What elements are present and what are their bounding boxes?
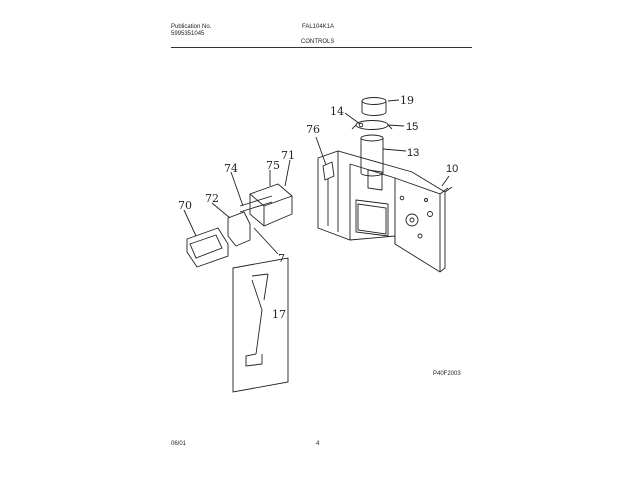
part-74-switch (211, 171, 251, 247)
part-19-cap (361, 97, 400, 116)
header-divider (171, 47, 472, 48)
label-10: 10 (446, 163, 458, 175)
part-71-control-box (239, 159, 293, 227)
label-75: 75 (266, 159, 280, 172)
part-7-leader (253, 227, 279, 255)
part-15-clamp (351, 120, 405, 130)
footer-page-number: 4 (316, 441, 320, 447)
label-19: 19 (400, 94, 414, 107)
label-14: 14 (330, 105, 344, 118)
label-72: 72 (205, 192, 219, 205)
label-17: 17 (272, 308, 286, 321)
label-15: 15 (406, 121, 418, 133)
part-13-capacitor (360, 134, 407, 177)
label-74: 74 (224, 162, 238, 175)
model-number: FAL104K1A (302, 24, 335, 30)
part-17-harness (232, 257, 289, 393)
publication-info: Publication No. 5995351045 (171, 24, 211, 38)
section-title: CONTROLS (301, 39, 335, 45)
label-7: 7 (278, 252, 285, 265)
label-71: 71 (281, 149, 295, 162)
publication-number: 5995351045 (171, 31, 205, 37)
part-14-screw (344, 112, 364, 128)
label-76: 76 (306, 123, 320, 136)
footer-date: 06/01 (171, 441, 187, 447)
label-70: 70 (178, 199, 192, 212)
publication-label: Publication No. (171, 24, 212, 30)
part-70-panel (183, 209, 229, 268)
label-13: 13 (407, 147, 419, 159)
part-10-housing (317, 150, 453, 273)
part-76-thermostat (315, 136, 335, 226)
diagram-code: P40F2003 (433, 371, 461, 377)
